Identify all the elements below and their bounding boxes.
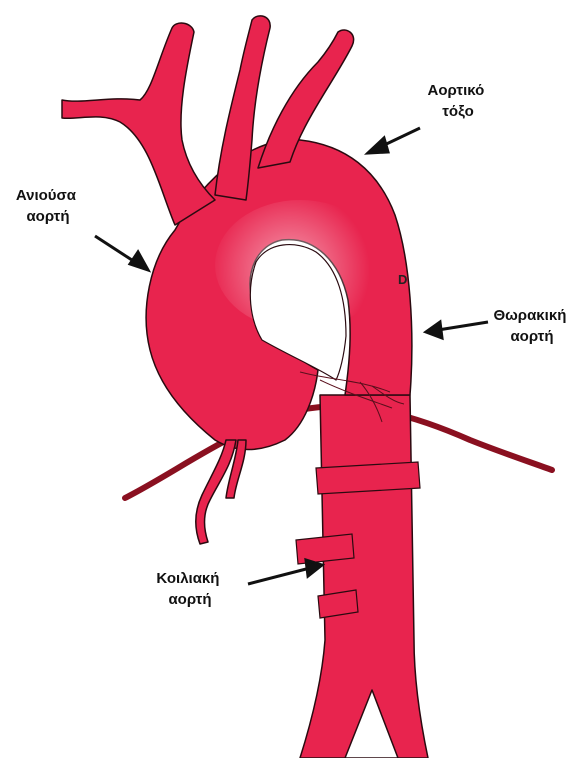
- marker-d: D: [398, 272, 407, 287]
- label-aortic-arch: Αορτικό τόξο: [428, 82, 489, 120]
- arrow-thoracic-aorta: [438, 322, 488, 330]
- arrow-abdominal-aorta: [248, 568, 310, 584]
- label-abdominal-aorta: Κοιλιακή αορτή: [156, 570, 223, 608]
- label-ascending-aorta: Ανιούσα αορτή: [16, 187, 80, 225]
- descending-aorta: [300, 395, 428, 758]
- arrow-ascending-aorta-head: [130, 252, 148, 270]
- brachiocephalic-trunk: [62, 23, 215, 225]
- arrow-abdominal-aorta-head: [306, 560, 322, 576]
- band-1: [316, 462, 420, 494]
- label-thoracic-aorta: Θωρακική αορτή: [493, 307, 570, 345]
- arrow-aortic-arch-head: [368, 138, 388, 153]
- arrow-thoracic-aorta-head: [426, 322, 442, 338]
